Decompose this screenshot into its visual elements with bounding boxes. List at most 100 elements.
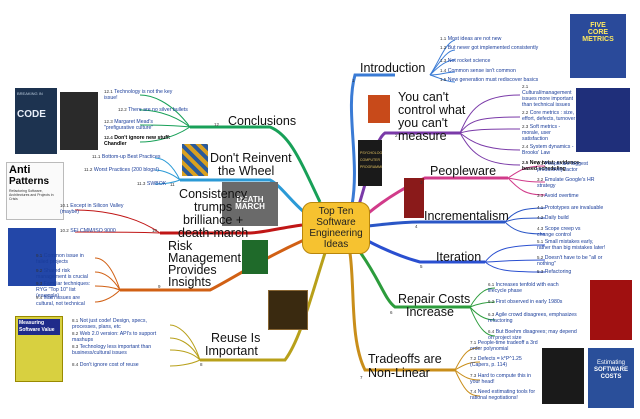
topic-number: 5.1 — [537, 239, 544, 244]
branch-introduction[interactable]: Introduction — [360, 61, 426, 75]
branch-line-people — [365, 176, 508, 217]
topic-1-2[interactable]: 1.2 But never got implemented consistent… — [440, 45, 540, 51]
branch-reuse[interactable]: Reuse Is Important — [205, 332, 260, 358]
topic-2-5[interactable]: 2.5 New twist: evidence-based scheduling — [522, 160, 582, 172]
topic-8-2[interactable]: 8.2 Web 2.0 version: API's to support ma… — [72, 331, 170, 343]
topic-number: 1.4 — [440, 68, 447, 73]
topic-6-4[interactable]: 6.4 But Boehm disagrees; may depend on p… — [488, 329, 578, 341]
topic-12-3[interactable]: 12.3 Margaret Mead's "prefigurative cult… — [104, 119, 184, 131]
topic-11-1[interactable]: 11.1 Bottom-up Best Practices — [92, 154, 160, 160]
topic-11-2[interactable]: 11.2 Worst Practices (200 blogs!) — [84, 167, 159, 173]
center-line-4: Ideas — [323, 239, 349, 250]
branch-tradeoffs[interactable]: Tradeoffs are Non-Linear — [368, 352, 442, 380]
book-five-l2: CORE — [587, 29, 609, 36]
branch-label-l2: Management — [168, 251, 241, 265]
branch-label: Introduction — [360, 61, 426, 75]
branch-number: 11 — [170, 182, 175, 187]
topic-6-1[interactable]: 6.1 Increases tenfold with each lifecycl… — [488, 282, 578, 294]
topic-1-4[interactable]: 1.4 Common sense isn't common — [440, 68, 516, 74]
branch-incrementalism[interactable]: Incrementalism — [424, 210, 509, 223]
branch-measure[interactable]: You can't control what you can't measure — [398, 91, 465, 143]
book-cover-orange — [368, 95, 390, 123]
branch-reinvent[interactable]: Don't Reinvent the Wheel — [210, 152, 292, 178]
topic-4-2[interactable]: 4.2 Daily build — [537, 215, 569, 221]
topic-5-2[interactable]: 5.2 Doesn't have to be "all or nothing" — [537, 255, 607, 267]
branch-number: 10 — [152, 228, 158, 233]
book-cover-green — [242, 240, 268, 274]
book-cover-antipatterns: Anti Patterns Refactoring Software, Arch… — [6, 162, 64, 220]
topic-2-2[interactable]: 2.2 Core metrics : size, effort, defects… — [522, 110, 576, 122]
topic-text: Refactoring — [544, 269, 572, 275]
branch-line-repair — [358, 251, 470, 309]
branch-label-l1: Risk — [168, 239, 193, 253]
topic-7-4[interactable]: 7.4 Need estimating tools for rational n… — [470, 389, 540, 401]
center-line-2: Software — [316, 217, 356, 228]
topic-text: But never got implemented consistently — [447, 45, 539, 51]
book-cover-estimating-costs: Estimating SOFTWARE COSTS — [588, 348, 634, 408]
branch-risk-management[interactable]: Risk Management Provides Insights — [168, 239, 241, 289]
topic-5-1[interactable]: 5.1 Small mistakes early, rather than bi… — [537, 239, 607, 251]
topic-number: 6.3 — [488, 312, 495, 317]
topic-9-3[interactable]: 9.3 Familiar techniques: RYG "Top 10" li… — [36, 281, 96, 299]
topic-2-4[interactable]: 2.4 System dynamics - Brooks' Law — [522, 144, 576, 156]
branch-peopleware[interactable]: Peopleware — [430, 165, 496, 178]
topic-3-2[interactable]: 3.2 Emulate Google's HR strategy — [537, 177, 597, 189]
topic-7-3[interactable]: 7.3 Hard to compute this in your head! — [470, 373, 540, 385]
topic-7-1[interactable]: 7.1 People-time tradeoff a 3rd order pol… — [470, 340, 540, 352]
topic-8-1[interactable]: 8.1 Not just code! Design, specs, proces… — [72, 318, 170, 330]
topic-number: 1.2 — [440, 45, 447, 50]
topic-8-3[interactable]: 8.3 Technology less important than busin… — [72, 344, 170, 356]
topic-number: 3.1 — [537, 161, 544, 166]
topic-1-5[interactable]: 1.5 New generation must rediscover basic… — [440, 77, 540, 83]
topic-number: 2.5 — [522, 160, 529, 165]
topic-number: 7.4 — [470, 389, 477, 394]
branch-iteration[interactable]: Iteration — [436, 251, 481, 264]
branch-label-l1: Consistency — [179, 187, 248, 201]
branch-label-l2: the Wheel — [218, 164, 275, 178]
topic-number: 11.2 — [84, 167, 93, 172]
topic-4-3[interactable]: 4.3 Scope creep vs change control — [537, 226, 597, 238]
topic-12-1[interactable]: 12.1 Technology is not the key issue! — [104, 89, 178, 101]
topic-10-1[interactable]: 10.1 Except in Silicon Valley (maybe) — [60, 203, 130, 215]
topic-5-3[interactable]: 5.3 Refactoring — [537, 269, 571, 275]
branch-line-iter — [365, 238, 485, 264]
topic-7-2[interactable]: 7.2 Defects = k*P^1.25 (Capers, p. 114) — [470, 356, 540, 368]
topic-6-2[interactable]: 6.2 First observed in early 1980s — [488, 299, 562, 305]
topic-number: 10.1 — [60, 203, 69, 208]
topic-9-2[interactable]: 9.2 Shared risk management is crucial — [36, 268, 96, 280]
book-measuring-title: Measuring Software Value — [18, 319, 60, 335]
branch-conclusions[interactable]: Conclusions — [228, 115, 296, 128]
topic-1-1[interactable]: 1.1 Most ideas are not new — [440, 36, 501, 42]
topic-11-3[interactable]: 11.3 SWBOK — [137, 181, 166, 187]
topic-3-3[interactable]: 3.3 Avoid overtime — [537, 193, 579, 199]
topic-text: Web 2.0 version: API's to support mashup… — [72, 331, 157, 343]
book-psych-l3: PROGRAMMING — [360, 165, 382, 169]
topic-text: Don't ignore cost of reuse — [79, 362, 139, 368]
topic-text: Cultural/management issues more importan… — [522, 90, 574, 108]
branch-repair-costs[interactable]: Repair Costs Increase — [398, 293, 470, 319]
branch-consistency[interactable]: Consistency trumps brilliance + death-ma… — [178, 188, 248, 240]
topic-2-3[interactable]: 2.3 Soft metrics - morale, user satisfac… — [522, 124, 576, 142]
book-antipatterns-sub: Refactoring Software, Architectures and … — [9, 189, 54, 201]
topic-1-3[interactable]: 1.3 Not rocket science — [440, 58, 490, 64]
topic-4-1[interactable]: 4.1 Prototypes are invaluable — [537, 205, 603, 211]
branch-number: 4 — [415, 224, 418, 229]
topic-number: 8.1 — [72, 318, 79, 323]
topic-10-2[interactable]: 10.2 SEI CMM/ISO 9000 — [60, 228, 116, 234]
topic-9-1[interactable]: 9.1 Common issue in failed projects — [36, 253, 96, 265]
branch-label-l1: Tradeoffs are — [368, 352, 442, 366]
topic-text: Most ideas are not new — [447, 36, 502, 42]
topic-6-3[interactable]: 6.3 Agile crowd disagrees, emphasizes re… — [488, 312, 578, 324]
topic-8-4[interactable]: 8.4 Don't ignore cost of reuse — [72, 362, 139, 368]
topic-2-1[interactable]: 2.1 Cultural/management issues more impo… — [522, 84, 576, 108]
topic-3-1[interactable]: 3.1 People are biggest productivity fact… — [537, 161, 597, 173]
topic-9-4[interactable]: 9.4 Main issues are cultural, not techni… — [36, 295, 96, 307]
branch-number: 7 — [360, 375, 363, 380]
topic-12-4[interactable]: 12.4 Don't ignore new stuff: Chandler — [104, 135, 186, 147]
topic-12-2[interactable]: 12.2 There are no silver bullets — [118, 107, 188, 113]
topic-number: 8.3 — [72, 344, 79, 349]
branch-number: 12 — [214, 122, 220, 127]
topic-number: 3.2 — [537, 177, 544, 182]
book-estimating-l1: Estimating — [596, 360, 625, 366]
